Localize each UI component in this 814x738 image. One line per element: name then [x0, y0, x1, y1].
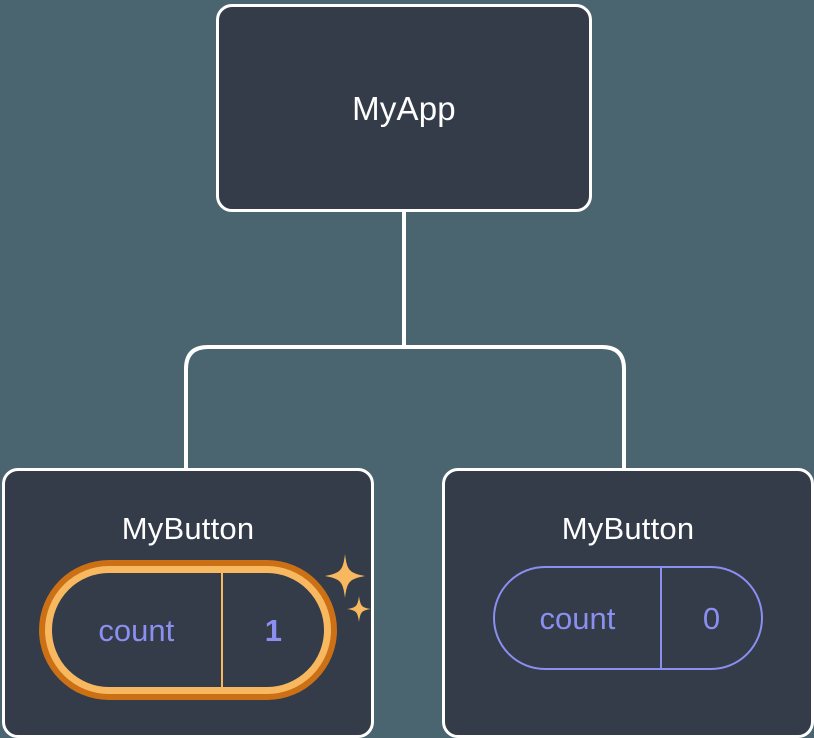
node-myapp[interactable]: MyApp	[216, 4, 592, 212]
state-key-label: count	[98, 612, 175, 648]
node-title: MyButton	[121, 511, 255, 546]
state-badge-wrapper-left: count 1	[45, 554, 371, 694]
node-title: MyApp	[352, 89, 456, 127]
node-title: MyButton	[561, 511, 695, 546]
node-mybutton-right[interactable]: MyButton count 0	[442, 468, 814, 738]
state-key-label: count	[539, 600, 616, 636]
edge-to-right-child	[404, 345, 626, 470]
state-badge-wrapper-right: count 0	[493, 566, 763, 670]
node-mybutton-left[interactable]: MyButton count 1	[2, 468, 374, 738]
state-badge-highlighted[interactable]: count 1	[45, 566, 331, 694]
edge-to-left-child	[184, 345, 404, 470]
state-badge-plain[interactable]: count 0	[493, 566, 763, 670]
state-value-label: 1	[220, 573, 324, 687]
state-value-label: 0	[659, 568, 761, 668]
